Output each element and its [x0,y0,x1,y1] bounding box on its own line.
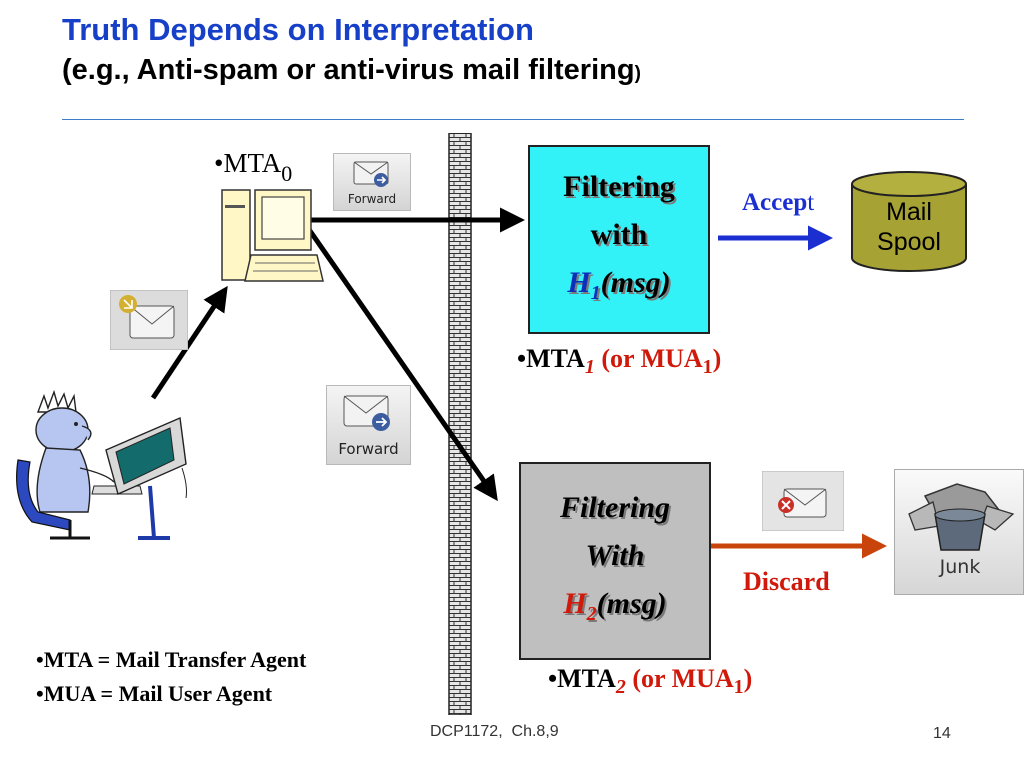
mta2-close: ) [743,664,753,693]
envelope-forward-icon [343,395,390,431]
legend-item-mta: •MTA = Mail Transfer Agent [36,647,307,672]
accept-label: Accept [742,189,814,217]
filter2-function: H2(msg) [563,580,666,638]
discard-label: Discard [743,567,830,596]
mta1-paren: (or MUA [601,344,703,373]
mta1-sub: 1 [584,356,595,379]
firewall-icon [448,133,472,715]
filter2-h: H [563,587,587,620]
arrow-user-to-mta0 [150,285,228,400]
delete-mail-icon [762,471,844,531]
subtitle-close-paren: ) [634,63,641,84]
arrow-mta0-to-filter2 [305,226,498,502]
filter2-arg: (msg) [596,587,667,620]
footer-course: DCP1172, Ch.8,9 [430,723,559,740]
junk-icon: Junk [894,469,1024,595]
filter1-line2: with [590,217,648,251]
database-cylinder-icon [851,171,967,272]
filter2-line1: Filtering [559,491,671,524]
junk-label: Junk [939,556,981,578]
filter-box-h2: Filtering With H2(msg) [519,462,711,660]
spool-line2: Spool [877,228,941,256]
mta2-paren-sub: 1 [733,676,744,699]
mta1-bullet: •MTA [517,344,585,373]
envelope-forward-icon [353,161,389,187]
mta1-paren-sub: 1 [702,356,713,379]
slide-subtitle: (e.g., Anti-spam or anti-virus mail filt… [62,54,641,87]
title-divider [62,119,964,120]
filter2-h-sub: 2 [586,603,597,625]
mta0-sub: 0 [281,161,293,186]
filter1-arg: (msg) [600,265,671,299]
mta2-paren: (or MUA [632,664,734,693]
mail-spool: Mail Spool [850,170,968,274]
filter-box-h1: Filtering with H1(msg) [528,145,710,334]
forward-label-bottom: Forward [338,440,399,458]
slide-title: Truth Depends on Interpretation [62,12,534,47]
mta2-label: •MTA2 (or MUA1) [548,664,752,699]
legend-item-mua: •MUA = Mail User Agent [36,681,273,706]
subtitle-text: (e.g., Anti-spam or anti-virus mail filt… [62,54,635,86]
trash-can-icon [908,483,1015,551]
filter1-function: H1(msg) [567,259,670,317]
new-mail-icon [110,290,188,350]
filter2-line2: With [585,539,645,572]
mta0-bullet: •MTA [214,148,282,178]
spool-line1: Mail [886,198,932,226]
mta1-close: ) [712,344,722,373]
mta0-label: •MTA0 [214,148,292,187]
filter1-line1: Filtering [563,169,675,203]
forward-label-top: Forward [347,192,397,206]
page-number: 14 [933,725,951,742]
legend: •MTA = Mail Transfer Agent •MUA = Mail U… [36,643,306,711]
filter1-h-sub: 1 [590,281,601,304]
mta2-bullet: •MTA [548,664,616,693]
accept-main: Accep [742,189,808,216]
forward-icon-bottom: Forward [326,385,411,465]
user-at-computer-icon [16,390,187,540]
computer-icon [221,189,324,282]
mta1-label: •MTA1 (or MUA1) [517,344,721,379]
accept-tail: t [807,189,815,216]
filter1-h: H [567,265,591,299]
mta2-sub: 2 [615,676,626,699]
forward-icon-top: Forward [333,153,411,211]
